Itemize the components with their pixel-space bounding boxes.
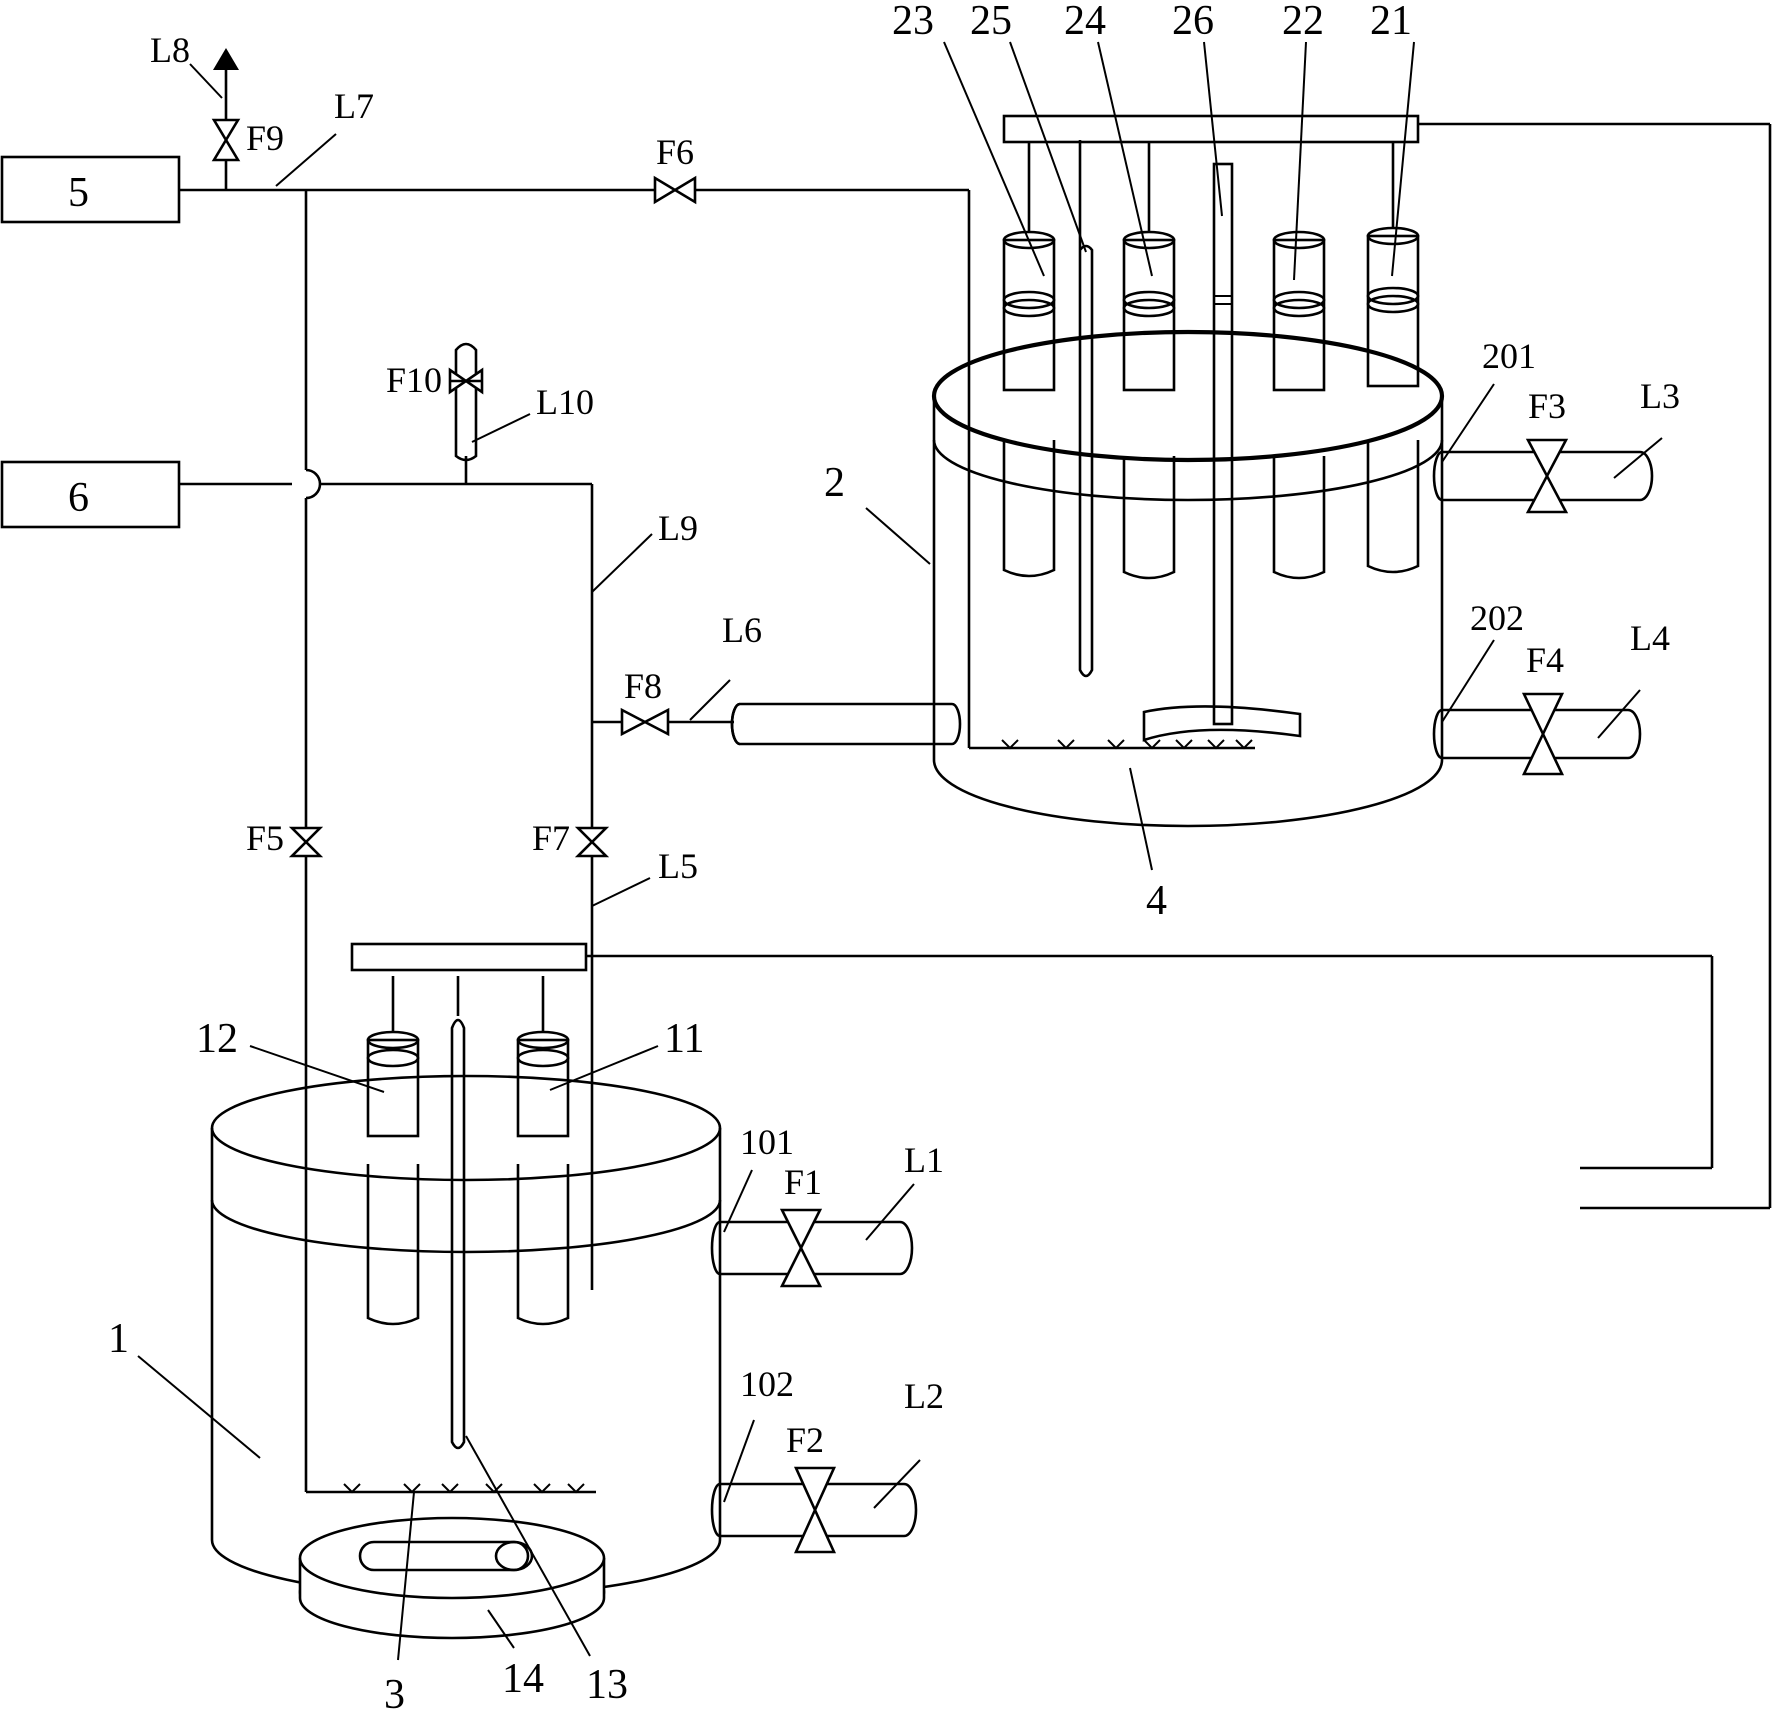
labels: L8 F9 L7 F6 F10 L10 L9 F8 L6 F5 F7 L5 2 … [108, 0, 1680, 1718]
box-6 [0, 460, 181, 529]
label-p4: 4 [1146, 878, 1167, 924]
valve-F7 [574, 826, 610, 858]
label-L7: L7 [334, 86, 374, 126]
label-p21: 21 [1370, 0, 1412, 44]
label-p26: 26 [1172, 0, 1214, 44]
gas-distributor-4 [1001, 739, 1253, 750]
electrode-12 [366, 976, 420, 1326]
outlet-102 [710, 1482, 918, 1538]
label-L10: L10 [536, 382, 594, 422]
valve-F5 [288, 826, 324, 858]
label-p102: 102 [740, 1364, 794, 1404]
box-5 [0, 155, 181, 224]
pipe-L10 [454, 342, 478, 462]
top-bar-2 [1002, 114, 1772, 1210]
valve-F8 [620, 707, 670, 737]
label-p3: 3 [384, 1672, 405, 1718]
valve-F1 [779, 1208, 823, 1288]
label-p22: 22 [1282, 0, 1324, 44]
label-F5: F5 [246, 818, 284, 858]
label-L6: L6 [722, 610, 762, 650]
label-p13: 13 [586, 1662, 628, 1708]
label-p1: 1 [108, 1316, 129, 1362]
electrode-11 [516, 976, 570, 1326]
label-p23: 23 [892, 0, 934, 44]
tank-2 [931, 329, 1445, 828]
box-5-label: 5 [68, 170, 89, 216]
pipe-L9 [179, 456, 594, 1290]
label-p14: 14 [502, 1656, 544, 1702]
label-L4: L4 [1630, 618, 1670, 658]
label-F8: F8 [624, 666, 662, 706]
label-F7: F7 [532, 818, 570, 858]
top-bar-1 [350, 942, 1714, 1170]
label-L5: L5 [658, 846, 698, 886]
electrode-23 [1002, 230, 1056, 578]
pipe-L7 [179, 188, 1255, 750]
thermometer-25 [1078, 140, 1094, 678]
thermometer-13 [450, 1018, 466, 1450]
label-F6: F6 [656, 132, 694, 172]
label-F3: F3 [1528, 386, 1566, 426]
label-L9: L9 [658, 508, 698, 548]
outlet-101 [710, 1220, 914, 1276]
label-p201: 201 [1482, 336, 1536, 376]
label-L2: L2 [904, 1376, 944, 1416]
vent-arrow-icon [213, 48, 239, 70]
label-L8: L8 [150, 30, 190, 70]
valve-F2 [793, 1466, 837, 1554]
valve-F10 [448, 367, 484, 395]
electrode-22 [1272, 230, 1326, 580]
valve-F6 [653, 175, 697, 205]
label-L3: L3 [1640, 376, 1680, 416]
label-p24: 24 [1064, 0, 1106, 44]
valve-F9 [211, 118, 241, 162]
label-F10: F10 [386, 360, 442, 400]
valve-F3 [1525, 438, 1569, 514]
label-p101: 101 [740, 1122, 794, 1162]
label-p2: 2 [824, 460, 845, 506]
label-F4: F4 [1526, 640, 1564, 680]
electrode-24 [1122, 230, 1176, 580]
label-p12: 12 [196, 1016, 238, 1062]
label-F2: F2 [786, 1420, 824, 1460]
gas-distributor-3 [343, 1483, 585, 1494]
heater-14 [298, 1516, 606, 1640]
valve-F4 [1521, 692, 1565, 776]
outlet-202 [1432, 708, 1642, 760]
box-6-label: 6 [68, 475, 89, 521]
label-L1: L1 [904, 1140, 944, 1180]
label-p202: 202 [1470, 598, 1524, 638]
label-F9: F9 [246, 118, 284, 158]
leader-lines [137, 41, 1663, 1661]
label-p11: 11 [664, 1016, 704, 1062]
label-p25: 25 [970, 0, 1012, 44]
stirrer-26 [1142, 162, 1302, 742]
electrode-21 [1366, 226, 1420, 574]
pipe-L8 [213, 48, 239, 190]
label-F1: F1 [784, 1162, 822, 1202]
pipe-L6 [592, 702, 962, 746]
